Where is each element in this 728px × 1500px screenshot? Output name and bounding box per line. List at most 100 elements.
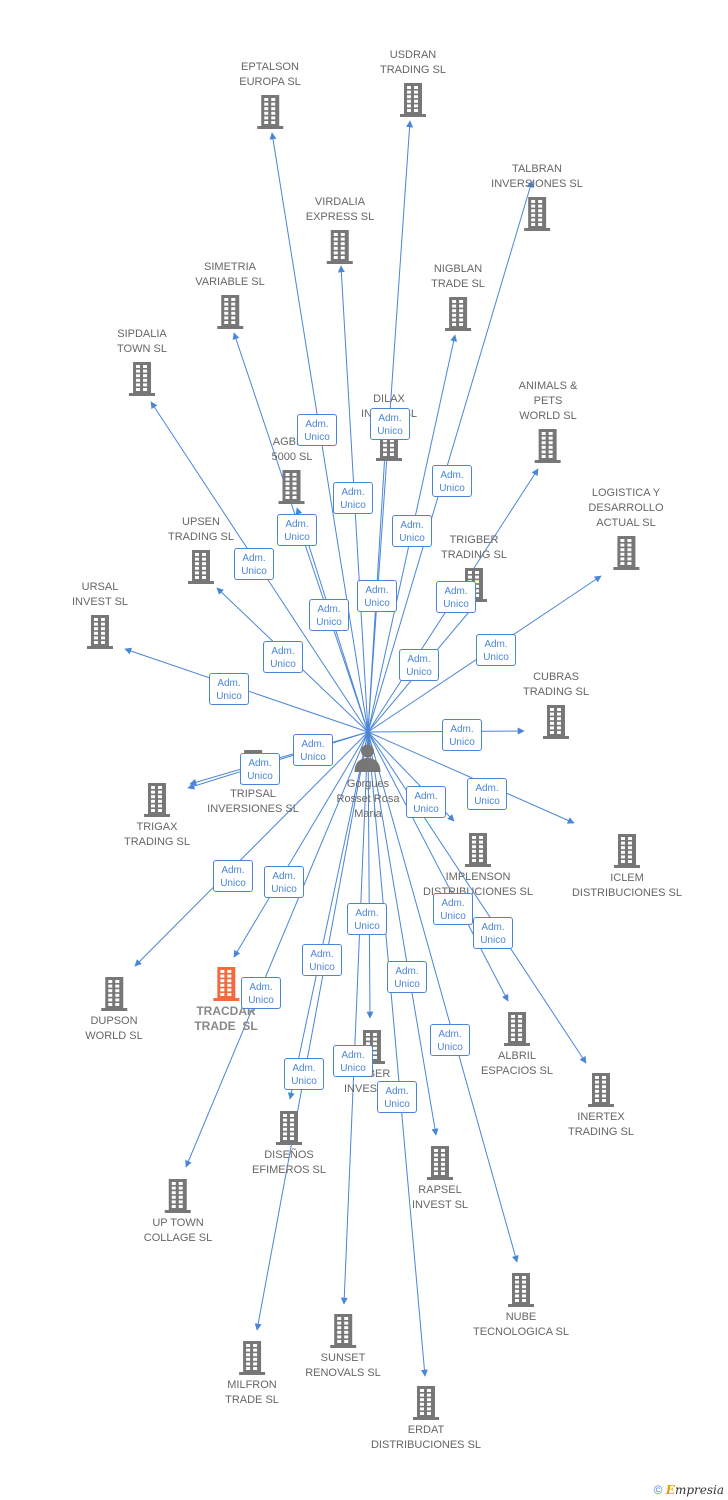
company-name: DUPSON WORLD SL	[85, 1015, 143, 1042]
footer-credit: © Empresia	[654, 1483, 724, 1497]
building-icon	[444, 297, 471, 331]
role-badge-trigax[interactable]: Adm. Unico	[293, 734, 333, 766]
role-badge-albril[interactable]: Adm. Unico	[433, 893, 473, 925]
role-badge-nigblan[interactable]: Adm. Unico	[392, 515, 432, 547]
company-node-erdat[interactable]: ERDAT DISTRIBUCIONES SL	[371, 1384, 481, 1453]
building-icon	[507, 1273, 534, 1307]
company-name: NIGBLAN TRADE SL	[431, 263, 485, 290]
company-node-implenson[interactable]: IMPLENSON DISTRIBUCIONES SL	[423, 831, 533, 900]
edge-sunset	[340, 731, 369, 1305]
building-icon	[187, 550, 214, 584]
company-node-disenos[interactable]: DISEÑOS EFIMEROS SL	[252, 1109, 326, 1178]
role-badge-virdalia[interactable]: Adm. Unico	[357, 580, 397, 612]
person-name: Gorgues Rosset Rosa Maria	[336, 778, 400, 820]
company-name: INERTEX TRADING SL	[567, 1111, 635, 1138]
company-node-cubras[interactable]: CUBRAS TRADING SL	[523, 670, 589, 739]
person-icon	[354, 744, 381, 772]
company-node-dupson[interactable]: DUPSON WORLD SL	[85, 975, 143, 1044]
edge-uptown	[185, 731, 369, 1168]
company-node-inertex[interactable]: INERTEX TRADING SL	[568, 1071, 634, 1140]
building-icon	[413, 1386, 439, 1420]
role-badge-jober[interactable]: Adm. Unico	[347, 903, 387, 935]
brand-logo[interactable]: Empresia	[665, 1483, 724, 1497]
company-node-tracdar[interactable]: TRACDAR TRADE SL	[194, 965, 258, 1034]
role-badge-sipdalia[interactable]: Adm. Unico	[234, 548, 274, 580]
company-node-animals[interactable]: ANIMALS & PETS WORLD SL	[518, 379, 578, 463]
company-node-simetria[interactable]: SIMETRIA VARIABLE SL	[195, 260, 265, 329]
role-badge-eptalson[interactable]: Adm. Unico	[297, 414, 337, 446]
edge-iclem	[367, 731, 575, 824]
company-node-nigblan[interactable]: NIGBLAN TRADE SL	[431, 262, 485, 331]
building-icon	[256, 95, 283, 129]
edge-talbran	[367, 180, 534, 733]
company-node-uptown[interactable]: UP TOWN COLLAGE SL	[144, 1177, 212, 1246]
role-badge-iclem[interactable]: Adm. Unico	[467, 778, 507, 810]
role-badge-trigber[interactable]: Adm. Unico	[399, 649, 439, 681]
company-node-eptalson[interactable]: EPTALSON EUROPA SL	[239, 60, 301, 129]
company-node-virdalia[interactable]: VIRDALIA EXPRESS SL	[306, 195, 374, 264]
company-name: SIPDALIA TOWN SL	[117, 328, 167, 355]
company-name: VIRDALIA EXPRESS SL	[305, 196, 375, 223]
company-node-trigax[interactable]: TRIGAX TRADING SL	[124, 781, 190, 850]
building-icon	[143, 783, 170, 817]
role-badge-tripsal[interactable]: Adm. Unico	[240, 753, 280, 785]
company-name: TRIPSAL INVERSIONES SL	[207, 788, 299, 815]
edge-rapsel	[367, 731, 439, 1136]
role-badge-dupson[interactable]: Adm. Unico	[213, 860, 253, 892]
company-name: SIMETRIA VARIABLE SL	[195, 261, 265, 288]
role-badge-talbran[interactable]: Adm. Unico	[432, 465, 472, 497]
company-node-talbran[interactable]: TALBRAN INVERSIONES SL	[491, 162, 583, 231]
role-badge-dilax[interactable]: Adm. Unico	[370, 408, 410, 440]
company-name: URSAL INVEST SL	[71, 581, 129, 608]
company-name: SUNSET RENOVALS SL	[305, 1352, 381, 1379]
company-name: UPSEN TRADING SL	[167, 516, 235, 543]
role-badge-cubras[interactable]: Adm. Unico	[442, 719, 482, 751]
company-node-agber[interactable]: AGBER 5000 SL	[272, 435, 312, 504]
company-node-sunset[interactable]: SUNSET RENOVALS SL	[305, 1312, 381, 1381]
building-icon	[329, 1314, 356, 1348]
building-icon	[217, 295, 243, 329]
building-icon	[465, 833, 491, 867]
edge-jober	[366, 731, 374, 1019]
role-badge-nube[interactable]: Adm. Unico	[430, 1024, 470, 1056]
copyright-icon: ©	[653, 1483, 663, 1497]
company-node-milfron[interactable]: MILFRON TRADE SL	[225, 1339, 279, 1408]
role-badge-simetria[interactable]: Adm. Unico	[309, 599, 349, 631]
role-badge-disenos[interactable]: Adm. Unico	[302, 944, 342, 976]
role-badge-agber[interactable]: Adm. Unico	[277, 514, 317, 546]
company-node-logistica[interactable]: LOGISTICA Y DESARROLLO ACTUAL SL	[588, 486, 664, 570]
company-node-albril[interactable]: ALBRIL ESPACIOS SL	[481, 1010, 553, 1079]
company-name: DISEÑOS EFIMEROS SL	[252, 1149, 326, 1176]
company-node-upsen[interactable]: UPSEN TRADING SL	[168, 515, 234, 584]
edge-erdat	[367, 731, 428, 1377]
company-name: USDRAN TRADING SL	[379, 49, 447, 76]
building-icon	[86, 615, 113, 649]
building-icon	[213, 967, 239, 1001]
role-badge-implenson[interactable]: Adm. Unico	[406, 786, 446, 818]
role-badge-uptown[interactable]: Adm. Unico	[241, 977, 281, 1009]
company-name: TRIGBER TRADING SL	[440, 534, 508, 561]
person-node[interactable]: Gorgues Rosset Rosa Maria	[336, 742, 400, 822]
role-badge-erdat[interactable]: Adm. Unico	[377, 1081, 417, 1113]
company-node-sipdalia[interactable]: SIPDALIA TOWN SL	[117, 327, 167, 396]
role-badge-milfron[interactable]: Adm. Unico	[284, 1058, 324, 1090]
role-badge-animals[interactable]: Adm. Unico	[436, 581, 476, 613]
role-badge-inertex[interactable]: Adm. Unico	[473, 917, 513, 949]
company-node-usdran[interactable]: USDRAN TRADING SL	[380, 48, 446, 117]
company-node-nube[interactable]: NUBE TECNOLOGICA SL	[473, 1271, 569, 1340]
company-node-iclem[interactable]: ICLEM DISTRIBUCIONES SL	[572, 832, 682, 901]
company-name: ICLEM DISTRIBUCIONES SL	[571, 872, 683, 899]
role-badge-usdran[interactable]: Adm. Unico	[333, 482, 373, 514]
company-name: UP TOWN COLLAGE SL	[143, 1217, 213, 1244]
role-badge-upsen[interactable]: Adm. Unico	[263, 641, 303, 673]
role-badge-logistica[interactable]: Adm. Unico	[476, 634, 516, 666]
role-badge-sunset[interactable]: Adm. Unico	[333, 1045, 373, 1077]
company-node-rapsel[interactable]: RAPSEL INVEST SL	[412, 1144, 468, 1213]
role-badge-ursal[interactable]: Adm. Unico	[209, 673, 249, 705]
building-icon	[535, 429, 561, 463]
company-name: ANIMALS & PETS WORLD SL	[518, 380, 578, 422]
building-icon	[504, 1012, 530, 1046]
role-badge-tracdar[interactable]: Adm. Unico	[264, 866, 304, 898]
company-node-ursal[interactable]: URSAL INVEST SL	[72, 580, 128, 649]
role-badge-rapsel[interactable]: Adm. Unico	[387, 961, 427, 993]
